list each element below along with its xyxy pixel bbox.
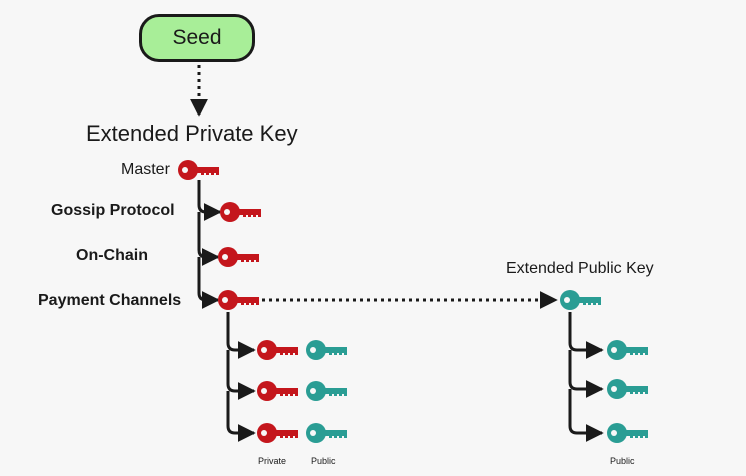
extended-public-key-icon <box>560 290 601 310</box>
gossip-protocol-label: Gossip Protocol <box>51 202 175 219</box>
connector-payment-leaf-2 <box>226 350 256 400</box>
master-label: Master <box>121 161 170 178</box>
public-leaf-3-key-icon <box>607 423 648 443</box>
payment-channels-label: Payment Channels <box>38 292 182 309</box>
connector-payment-leaf-1 <box>226 312 256 359</box>
public-leaf-1-key-icon <box>607 340 648 360</box>
leaf-2-private-key-icon <box>257 381 298 401</box>
gossip-private-key-icon <box>220 202 261 222</box>
leaf-3-public-key-icon <box>306 423 347 443</box>
master-private-key-icon <box>178 160 219 180</box>
leaf-2-public-key-icon <box>306 381 347 401</box>
on-chain-label: On-Chain <box>76 247 148 264</box>
public-leaf-2-key-icon <box>607 379 648 399</box>
connector-public-leaf-1 <box>568 312 604 359</box>
extended-private-key-title: Extended Private Key <box>86 121 298 146</box>
public-column-label: Public <box>311 456 336 466</box>
onchain-private-key-icon <box>218 247 259 267</box>
connector-public-leaf-2 <box>568 350 604 398</box>
leaf-3-private-key-icon <box>257 423 298 443</box>
seed-label: Seed <box>172 26 222 49</box>
extended-public-key-title: Extended Public Key <box>506 260 654 277</box>
leaf-1-public-key-icon <box>306 340 347 360</box>
public-column-label-right: Public <box>610 456 635 466</box>
connector-payment-leaf-3 <box>226 391 256 442</box>
connector-master-payment <box>197 257 220 309</box>
leaf-1-private-key-icon <box>257 340 298 360</box>
seed-node: Seed <box>139 14 255 62</box>
connector-master-gossip <box>197 180 222 221</box>
payment-private-key-icon <box>218 290 259 310</box>
connector-public-leaf-3 <box>568 389 604 442</box>
private-column-label: Private <box>258 456 287 466</box>
connector-master-onchain <box>197 212 220 266</box>
